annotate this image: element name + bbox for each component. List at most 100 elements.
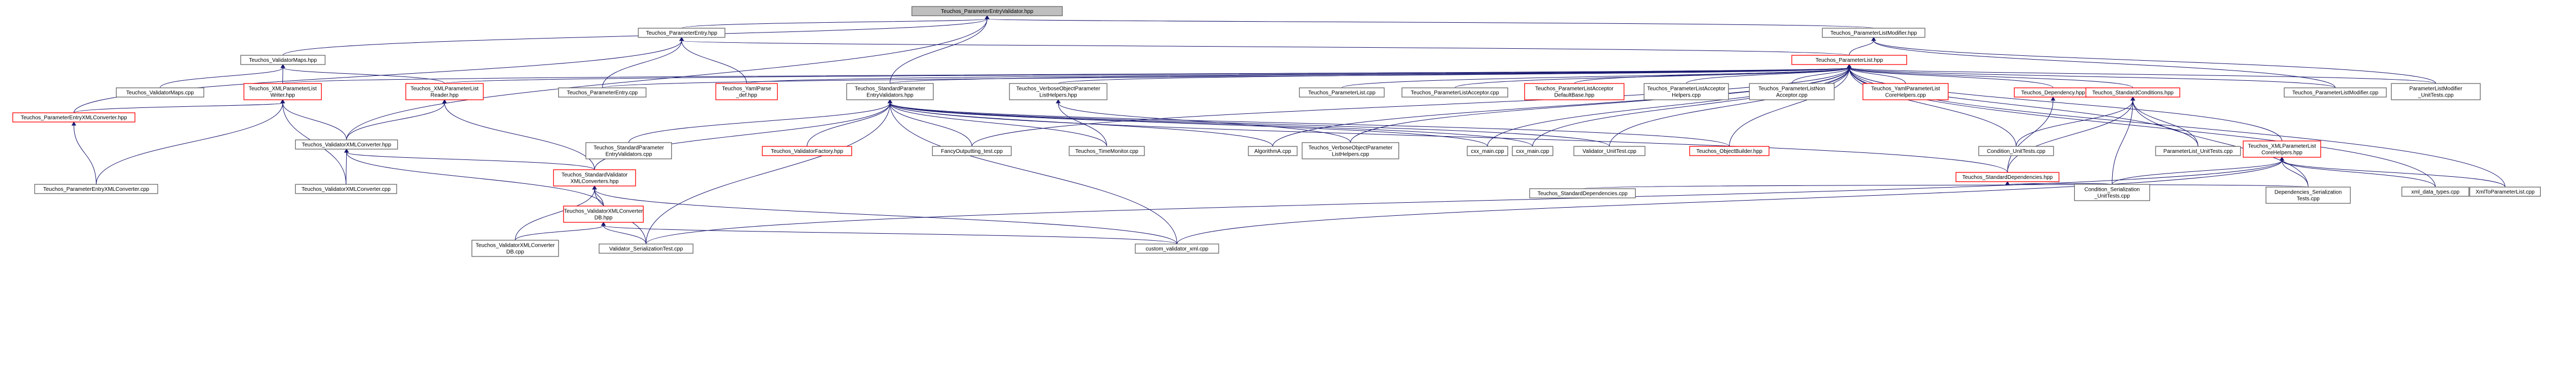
node-algoA[interactable]: AlgorithmA.cpp bbox=[1248, 146, 1298, 156]
node-label: CoreHelpers.hpp bbox=[2261, 150, 2302, 156]
node-label: Teuchos_XMLParameterList bbox=[411, 86, 479, 92]
edge-valxmlconv_hpp-to-root bbox=[346, 15, 990, 140]
node-dependency[interactable]: Teuchos_Dependency.hpp bbox=[2014, 87, 2093, 98]
node-label: Teuchos_ValidatorXMLConverter.hpp bbox=[302, 142, 391, 148]
node-cxxmain2[interactable]: cxx_main.cpp bbox=[1512, 146, 1554, 156]
node-stdvalxml[interactable]: Teuchos_StandardValidatorXMLConverters.h… bbox=[553, 169, 636, 187]
node-valmaps[interactable]: Teuchos_ValidatorMaps.hpp bbox=[240, 55, 326, 65]
node-pexmlconv_hpp[interactable]: Teuchos_ParameterEntryXMLConverter.hpp bbox=[12, 112, 135, 123]
node-pl_cpp[interactable]: Teuchos_ParameterList.cpp bbox=[1299, 87, 1385, 98]
edge-verbose_cpp-to-verbose_hpp bbox=[1056, 99, 1351, 143]
node-label: Teuchos_ParameterListModifier.cpp bbox=[2292, 90, 2378, 96]
node-plmod_hpp[interactable]: Teuchos_ParameterListModifier.hpp bbox=[1822, 28, 1926, 38]
edge-pexmlconv_hpp-to-xmlplw bbox=[73, 99, 286, 113]
node-label: Teuchos_ValidatorXMLConverter.cpp bbox=[301, 187, 391, 192]
node-verbose_cpp[interactable]: Teuchos_VerboseObjectParameterListHelper… bbox=[1302, 142, 1400, 159]
node-label: Writer.hpp bbox=[270, 93, 295, 99]
node-stdcond[interactable]: Teuchos_StandardConditions.hpp bbox=[2085, 87, 2180, 98]
node-label: Teuchos_YamlParse bbox=[722, 86, 771, 92]
node-label: Teuchos_ParameterEntry.hpp bbox=[646, 30, 717, 36]
node-label: AlgorithmA.cpp bbox=[1254, 149, 1291, 155]
edge-plmod_hpp-to-root bbox=[985, 15, 1874, 29]
node-box bbox=[1009, 83, 1108, 100]
node-label: Teuchos_ObjectBuilder.hpp bbox=[1697, 149, 1763, 155]
node-yamlparse[interactable]: Teuchos_YamlParse_def.hpp bbox=[715, 83, 778, 100]
node-box bbox=[2074, 184, 2150, 201]
node-box bbox=[1069, 146, 1145, 156]
edge-plmod_ut-to-pl_hpp bbox=[1847, 64, 2436, 84]
node-valmaps_cpp[interactable]: Teuchos_ValidatorMaps.cpp bbox=[115, 87, 204, 98]
node-stddep[interactable]: Teuchos_StandardDependencies.hpp bbox=[1956, 172, 2060, 182]
node-label: Teuchos_StandardDependencies.hpp bbox=[1962, 175, 2053, 181]
edge-custom-to-stdvalxml bbox=[592, 185, 1177, 245]
node-pl_hpp[interactable]: Teuchos_ParameterList.hpp bbox=[1791, 55, 1907, 65]
node-box bbox=[1524, 83, 1624, 100]
node-box bbox=[1512, 146, 1554, 156]
node-label: ParameterListModifier bbox=[2409, 86, 2462, 92]
node-stdpev[interactable]: Teuchos_StandardParameterEntryValidators… bbox=[846, 83, 934, 100]
node-valxmlconv_cpp[interactable]: Teuchos_ValidatorXMLConverter.cpp bbox=[295, 184, 397, 194]
edge-condser-to-stdcond bbox=[2112, 97, 2135, 185]
node-box bbox=[911, 6, 1063, 16]
edge-plmod_cpp-to-plmod_hpp bbox=[1871, 37, 2336, 88]
node-pexmlconv_cpp[interactable]: Teuchos_ParameterEntryXMLConverter.cpp bbox=[34, 184, 158, 194]
node-box bbox=[598, 243, 694, 254]
node-label: XMLConverters.hpp bbox=[571, 179, 619, 185]
node-valxmlconv_hpp[interactable]: Teuchos_ValidatorXMLConverter.hpp bbox=[295, 139, 398, 150]
node-valser[interactable]: Validator_SerializationTest.cpp bbox=[598, 243, 694, 254]
node-stdpev_cpp[interactable]: Teuchos_StandardParameterEntryValidators… bbox=[585, 142, 672, 159]
node-label: Tests.cpp bbox=[2297, 196, 2320, 202]
node-verbose_hpp[interactable]: Teuchos_VerboseObjectParameterListHelper… bbox=[1009, 83, 1108, 100]
node-label: Teuchos_StandardParameter bbox=[855, 86, 925, 92]
node-objbuilder[interactable]: Teuchos_ObjectBuilder.hpp bbox=[1689, 146, 1770, 156]
node-box bbox=[295, 139, 398, 150]
node-xmltopl[interactable]: XmlToParameterList.cpp bbox=[2469, 187, 2541, 197]
node-box bbox=[471, 240, 559, 257]
node-plmod_ut[interactable]: ParameterListModifier_UnitTests.cpp bbox=[2391, 83, 2481, 100]
node-plmod_cpp[interactable]: Teuchos_ParameterListModifier.cpp bbox=[2283, 87, 2387, 98]
node-placcept_cpp[interactable]: Teuchos_ParameterListAcceptor.cpp bbox=[1401, 87, 1509, 98]
edge-valxmldb_cpp-to-valxmldb_hpp bbox=[515, 222, 606, 241]
edge-stdpev_cpp-to-stdpev bbox=[628, 99, 892, 143]
node-box bbox=[1749, 83, 1835, 100]
node-box bbox=[932, 146, 1012, 156]
node-box bbox=[1299, 87, 1385, 98]
node-timemon[interactable]: Teuchos_TimeMonitor.cpp bbox=[1069, 146, 1145, 156]
edge-condser-to-xmlplcore bbox=[2112, 157, 2284, 185]
edge-plmod_ut-to-plmod_hpp bbox=[1871, 37, 2436, 84]
node-box bbox=[2401, 187, 2469, 197]
node-xmldata[interactable]: xml_data_types.cpp bbox=[2401, 187, 2469, 197]
edge-valser-to-stdpev bbox=[645, 99, 892, 245]
edge-valfactory-to-stdpev bbox=[806, 99, 892, 147]
edge-xmltopl-to-xmlplcore bbox=[2279, 157, 2506, 188]
edge-cxxmain2-to-stdpev bbox=[888, 99, 1533, 147]
node-pe_hpp[interactable]: Teuchos_ParameterEntry.hpp bbox=[638, 28, 726, 38]
node-stddep_cpp[interactable]: Teuchos_StandardDependencies.cpp bbox=[1529, 188, 1636, 198]
node-cond_ut[interactable]: Condition_UnitTests.cpp bbox=[1978, 146, 2054, 156]
nodes-layer: Teuchos_ParameterEntryValidator.hppTeuch… bbox=[12, 6, 2541, 257]
node-pe_cpp[interactable]: Teuchos_ParameterEntry.cpp bbox=[558, 87, 646, 98]
node-val_ut[interactable]: Validator_UnitTest.cpp bbox=[1573, 146, 1646, 156]
node-cxxmain1[interactable]: cxx_main.cpp bbox=[1467, 146, 1509, 156]
node-box bbox=[563, 206, 644, 223]
node-custom[interactable]: custom_validator_xml.cpp bbox=[1135, 243, 1219, 254]
node-valfactory[interactable]: Teuchos_ValidatorFactory.hpp bbox=[762, 146, 852, 156]
edge-pexmlconv_cpp-to-pexmlconv_hpp bbox=[71, 121, 97, 185]
node-box bbox=[585, 142, 672, 159]
node-placcdef[interactable]: Teuchos_ParameterListAcceptorDefaultBase… bbox=[1524, 83, 1624, 100]
node-box bbox=[1401, 87, 1509, 98]
node-box bbox=[243, 83, 322, 100]
node-pl_ut[interactable]: ParameterList_UnitTests.cpp bbox=[2155, 146, 2241, 156]
node-fancy[interactable]: FancyOutputting_test.cpp bbox=[932, 146, 1012, 156]
node-condser[interactable]: Condition_Serialization_UnitTests.cpp bbox=[2074, 184, 2150, 201]
